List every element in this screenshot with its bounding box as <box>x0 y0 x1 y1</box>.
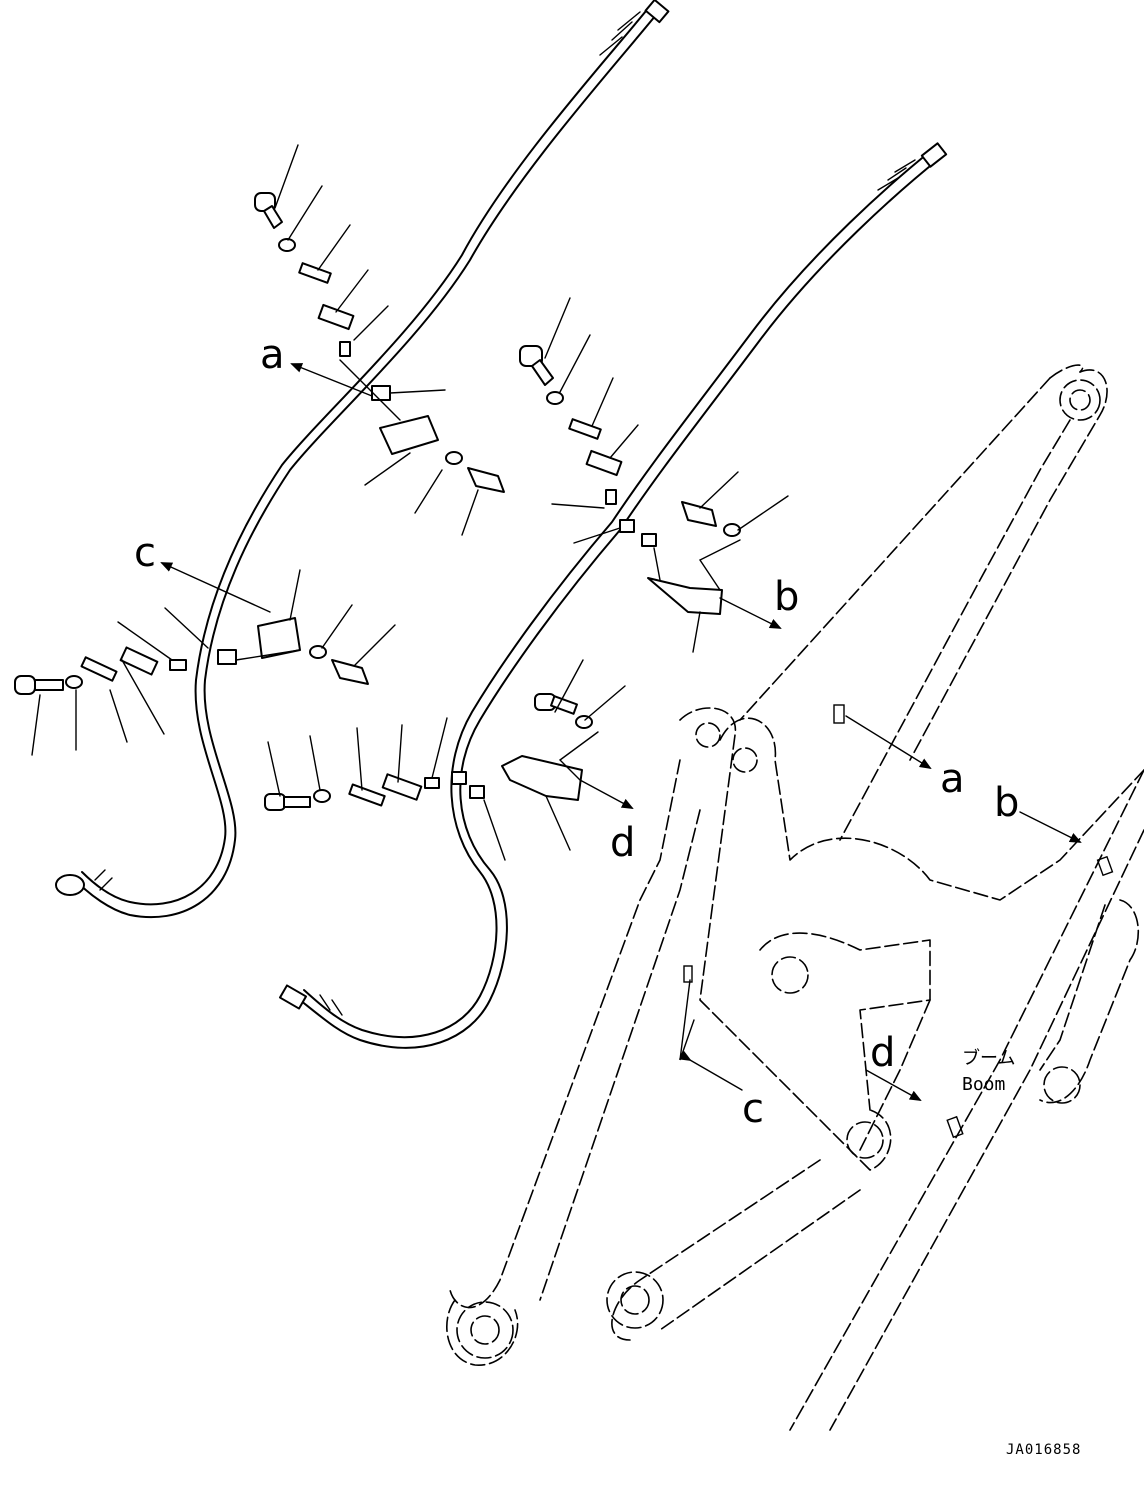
hose-fitting-top-middle <box>920 142 948 168</box>
bolt <box>681 501 717 527</box>
washer <box>445 451 463 465</box>
arrow-a-left <box>290 363 373 397</box>
clamp-nut <box>641 533 657 547</box>
clamp-nut <box>451 771 467 785</box>
spacer-plate <box>568 418 602 440</box>
spacer-plate <box>80 656 118 682</box>
hose-fitting-bottom-middle <box>278 984 308 1010</box>
boom-label-english: Boom <box>962 1074 1005 1095</box>
arrow-d-boom <box>865 1069 922 1101</box>
spacer-plate <box>298 262 332 284</box>
washer <box>65 675 83 689</box>
lower-pin-bore <box>606 1271 664 1329</box>
clamp-nut <box>619 519 635 533</box>
bracket-a <box>379 415 439 455</box>
clamp-nut <box>371 385 391 401</box>
hardware-group-d <box>264 659 626 861</box>
washer <box>723 523 741 537</box>
boom-label-japanese: ブーム <box>962 1047 1015 1069</box>
arrow-b-right <box>719 597 782 629</box>
hardware-group-b <box>519 297 789 653</box>
arrow-c-boom <box>678 1050 743 1091</box>
pin <box>424 777 440 789</box>
lower-pin-bore <box>456 1301 514 1359</box>
mount-point-b <box>1096 855 1114 877</box>
boom-pin-bore-top <box>1059 379 1101 421</box>
pin-bore <box>732 747 758 773</box>
clamp-nut <box>469 785 485 799</box>
arrow-b-boom <box>1019 811 1082 843</box>
bracket-d <box>501 755 583 801</box>
callout-d-boom: d <box>870 1030 895 1076</box>
clamp-block <box>317 303 355 331</box>
bolt-shank <box>34 679 64 691</box>
bolt-shank <box>283 796 311 808</box>
mount-point-d <box>946 1115 964 1139</box>
bolt-shank <box>550 695 578 715</box>
hose-fitting-top-left <box>644 0 670 24</box>
mount-point-a <box>833 704 845 724</box>
callout-d: d <box>610 820 635 866</box>
hardware-group-c <box>14 569 396 756</box>
bolt <box>331 659 369 685</box>
washer <box>278 238 296 252</box>
callout-a-boom: a <box>940 756 965 802</box>
washer <box>313 789 331 803</box>
washer <box>309 645 327 659</box>
callout-b-boom: b <box>994 780 1019 826</box>
hardware-group-a <box>254 144 505 536</box>
pin-bore <box>846 1121 884 1159</box>
mount-point-c <box>683 965 693 983</box>
arrow-d-right <box>579 779 634 809</box>
clamp-nut <box>217 649 237 665</box>
direction-arrows <box>160 363 1082 1101</box>
bracket-c <box>257 617 301 659</box>
arrow-c-left <box>160 562 271 613</box>
clamp-block <box>585 449 623 477</box>
callout-b: b <box>774 574 799 620</box>
boom-assembly <box>446 364 1144 1431</box>
callout-a: a <box>260 332 285 378</box>
hose-middle <box>278 142 948 1049</box>
washer <box>546 391 564 405</box>
callout-c-boom: c <box>742 1086 764 1132</box>
bracket-b <box>647 577 723 615</box>
clamp-block <box>119 646 159 676</box>
hose-left <box>55 0 670 919</box>
pin-bore <box>771 956 809 994</box>
bolt-head <box>264 793 286 811</box>
pin <box>169 659 187 671</box>
pin <box>339 341 351 357</box>
arrow-a-boom <box>845 715 932 770</box>
callout-c: c <box>134 530 156 576</box>
clamp-block <box>381 773 423 801</box>
bolt-shank <box>531 359 554 386</box>
washer <box>575 715 593 729</box>
pin <box>605 489 617 505</box>
bolt-shank <box>263 205 283 229</box>
pin-bore <box>695 722 721 748</box>
spacer-plate <box>348 783 386 807</box>
drawing-number: JA016858 <box>1006 1442 1081 1458</box>
boom-pin-bore-right <box>1043 1066 1081 1104</box>
hose-fitting-bottom-left <box>55 874 85 896</box>
bolt <box>467 467 505 493</box>
bolt-head <box>14 675 36 695</box>
